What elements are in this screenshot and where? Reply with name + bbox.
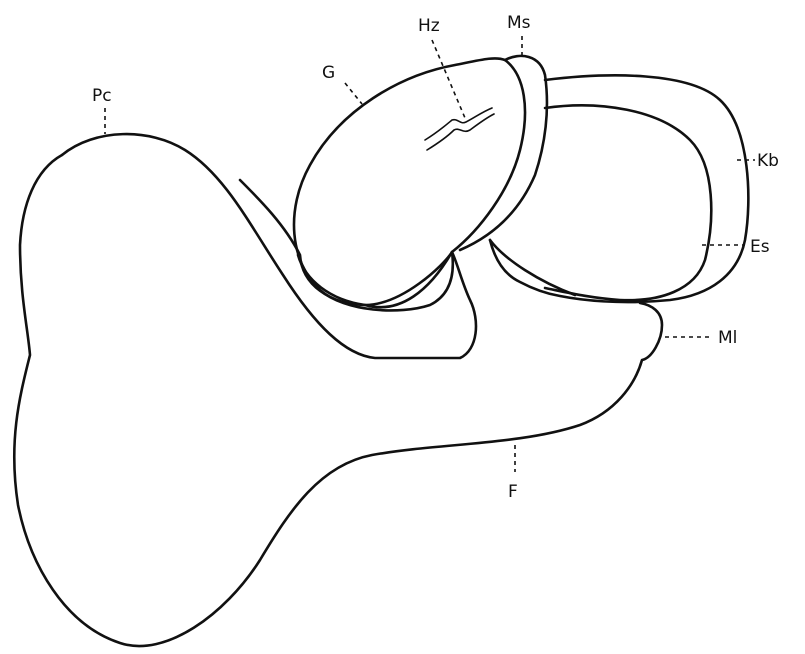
label-f: F: [508, 482, 518, 502]
label-ms: Ms: [507, 13, 531, 33]
label-kb: Kb: [757, 151, 779, 171]
vesicle-es-outer: [488, 74, 750, 304]
ms-band-right: [458, 54, 549, 252]
leader-hz: [431, 39, 466, 119]
label-pc: Pc: [92, 86, 112, 106]
heart-squiggle: [424, 107, 493, 141]
label-g: G: [322, 63, 335, 83]
label-ml: Ml: [718, 328, 737, 348]
label-hz: Hz: [418, 16, 440, 36]
vesicle-es-inner: [543, 104, 713, 302]
vesicle-g-outline: [292, 57, 507, 312]
body-outline: [60, 132, 478, 360]
leader-g: [344, 82, 363, 105]
vesicle-es-left: [488, 238, 577, 297]
gut-band-inner: [296, 250, 454, 309]
body-lower-outline: [12, 153, 664, 648]
label-es: Es: [750, 237, 770, 257]
heart-squiggle-lower: [426, 113, 495, 151]
ms-band-left: [450, 58, 527, 254]
